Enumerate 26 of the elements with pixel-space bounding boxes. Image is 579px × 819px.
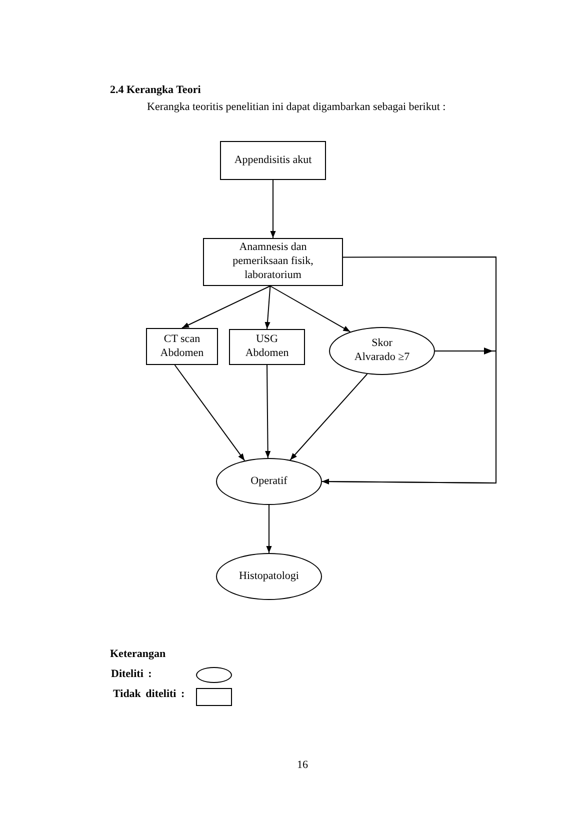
process-box [229,329,305,365]
arrow [290,374,368,460]
process-box [203,238,343,286]
node-label: USG Abdomen [245,333,289,361]
arrow [322,348,496,484]
legend-label: Diteliti : [111,668,152,680]
node-label: Skor Alvarado ≥7 [354,337,410,365]
page-number: 16 [297,759,308,771]
legend-label: Tidak diteliti : [113,688,185,700]
legend-heading: Keterangan [110,648,166,660]
node-label: Histopatologi [239,570,299,584]
process-box [146,328,218,365]
arrow [265,364,271,458]
section-heading: 2.4 Kerangka Teori [110,84,201,96]
node-label: Operatif [250,474,288,488]
arrow [270,180,276,238]
arrow [270,286,351,332]
arrow [182,286,271,328]
node-label: Appendisitis akut [234,154,312,168]
node-label: CT scan Abdomen [159,332,205,360]
arrow [264,286,271,330]
node-label: Anamnesis dan pemeriksaan fisik, laboratorium [232,241,314,283]
intro-text: Kerangka teoritis penelitian ini dapat digambarkan sebagai berikut : [147,101,446,113]
process-box [220,141,326,180]
arrow [266,504,272,554]
arrow [174,364,246,462]
